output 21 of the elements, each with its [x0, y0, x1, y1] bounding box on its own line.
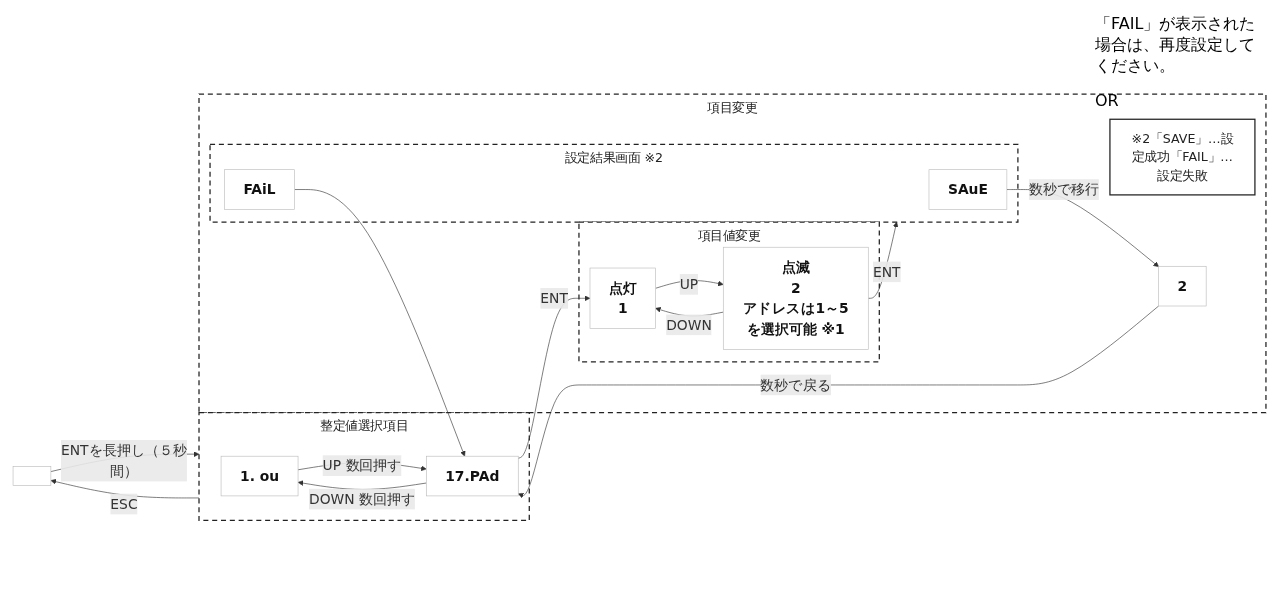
- node-box: 1. ou: [220, 456, 299, 497]
- node-box: 2: [1158, 266, 1207, 307]
- node-box: 点灯 1: [589, 267, 656, 330]
- edge-label: UP 数回押す: [322, 458, 402, 474]
- node-box: [12, 466, 52, 487]
- edge-label: DOWN: [666, 317, 712, 333]
- edge-label: ENT: [872, 264, 901, 280]
- node-box: SAuE: [928, 169, 1008, 210]
- node-box: 17.PAd: [426, 456, 519, 497]
- edge-label: ENTを長押し（５秒間）: [60, 442, 187, 480]
- node-box: 点滅 2 アドレスは1～5を選択可能 ※1: [722, 247, 869, 350]
- node-box: FAiL: [224, 169, 295, 210]
- edge-label: 数秒で移行: [1028, 181, 1099, 198]
- node-box: ※2「SAVE」…設定成功「FAIL」…設定失敗: [1109, 118, 1256, 196]
- edge-label: ENT: [540, 290, 568, 307]
- edge-label: UP: [679, 276, 699, 293]
- edge-label: ESC: [110, 496, 138, 513]
- note-label: OR: [1095, 91, 1120, 110]
- edge-label: DOWN 数回押す: [309, 491, 416, 508]
- edge-label: 数秒で戻る: [760, 377, 832, 394]
- note-label: 「FAIL」が表示された場合は、再度設定してください。: [1095, 14, 1257, 77]
